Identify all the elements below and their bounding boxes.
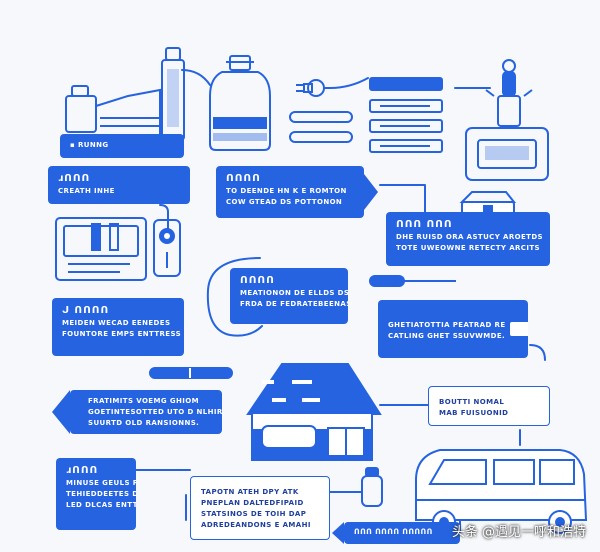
- watermark-text: 头条 @遇见一呼和浩特: [451, 525, 586, 540]
- info-box-11: ᑎᑎᑎ ᑎᑎᑎᑎ ᑎᑎᑎᑎᑎ: [344, 522, 460, 544]
- tab-notch: [510, 322, 528, 336]
- box-heading: ᑎᑎᑎᑎ: [240, 275, 275, 286]
- box-line: CREATH INHE: [58, 187, 115, 195]
- box-line: TAPOTN ATEH DPY ATK: [201, 488, 299, 496]
- label-text: ▪ RUNNG: [70, 141, 109, 149]
- box-heading: ɹᑎᑎᑎ: [66, 465, 99, 476]
- box-line: FRATIMITS VOEMG GHIOM: [88, 397, 199, 405]
- info-box-8: BOUTTI NOMAL MAB FUISUONID: [428, 386, 550, 426]
- screwdriver-icon: [369, 275, 456, 287]
- box-line: MINUSE GEULS RONT: [66, 479, 136, 487]
- box-line: PNEPLAN DALTEDFIPAID: [201, 499, 304, 507]
- generator-icon: [65, 47, 185, 141]
- box-line: COW GTEAD DS POTTONON: [226, 198, 343, 206]
- info-box-10: TAPOTN ATEH DPY ATK PNEPLAN DALTEDFIPAID…: [190, 476, 330, 540]
- box-line: DHE RUISD ORA ASTUCY AROETDS: [396, 233, 543, 241]
- box-line: BOUTTI NOMAL: [439, 398, 505, 406]
- box-line: TOTE UWEOWNE RETECTY ARCITS: [396, 244, 540, 252]
- box-line: MEIDEN WECAD EENEDES: [62, 319, 171, 327]
- box-line: GHETIATOTTIA PEATRAD RE: [388, 321, 506, 329]
- connector-line: [206, 257, 263, 337]
- box-heading: ɹᑎᑎᑎ: [58, 173, 91, 184]
- document-icon: [55, 217, 147, 281]
- canister-icon: [352, 467, 383, 507]
- info-box-4: ᑎᑎᑎᑎ MEATIONON DE ELLDS DS FRDA DE FEDRA…: [230, 268, 348, 324]
- box-heading: ᒍ ᑎᑎᑎᑎ: [62, 305, 110, 316]
- box-line: LED DLCAS ENTTRESS: [66, 501, 136, 509]
- box-line: FOUNTORE EMPS ENTTRESS: [62, 330, 182, 338]
- plug-icon: [296, 79, 332, 97]
- connector-line: [529, 344, 546, 361]
- rack-icon: [369, 77, 443, 153]
- connector-line: [329, 77, 369, 89]
- box-line: TEHIEDDEETES DOOS: [66, 490, 136, 498]
- box-line: SUURTD OLD RANSIONNS.: [88, 419, 200, 427]
- box-line: STATSINOS DE TOIH DAP: [201, 510, 307, 518]
- bar-icon: [289, 111, 353, 143]
- bottle-icon: [209, 55, 271, 151]
- label-box-top-left: ▪ RUNNG: [60, 134, 184, 158]
- info-box-5: ᒍ ᑎᑎᑎᑎ MEIDEN WECAD EENEDES FOUNTORE EMP…: [52, 298, 184, 356]
- box-heading: ᑎᑎᑎ ᑎᑎᑎ: [396, 219, 453, 230]
- box-line: ADREDEANDONS E AMAHI: [201, 521, 311, 529]
- connector-line: [159, 204, 169, 233]
- box-line: TO DEENDE HN K E ROMTON: [226, 187, 347, 195]
- info-box-3: ᑎᑎᑎ ᑎᑎᑎ DHE RUISD ORA ASTUCY AROETDS TOT…: [386, 212, 550, 266]
- info-box-9: ɹᑎᑎᑎ MINUSE GEULS RONT TEHIEDDEETES DOOS…: [56, 458, 136, 530]
- tool-bar-icon: [149, 367, 233, 379]
- box-line: ᑎᑎᑎ ᑎᑎᑎᑎ ᑎᑎᑎᑎᑎ: [354, 528, 433, 536]
- box-heading: ᑎᑎᑎᑎ: [226, 173, 261, 184]
- box-line: CATLING GHET SSUVWMDE.: [388, 332, 506, 340]
- control-panel-icon: [465, 59, 549, 181]
- house-icon: [246, 363, 382, 461]
- box-line: FRDA DE FEDRATEBEENAS: [240, 300, 348, 308]
- info-box-2: ᑎᑎᑎᑎ TO DEENDE HN K E ROMTON COW GTEAD D…: [216, 166, 378, 218]
- connector-line: [181, 69, 211, 86]
- box-line: GOETINTESOTTED UTO D NLHIRE: [88, 408, 222, 416]
- lock-icon: [153, 219, 181, 277]
- info-box-1: ɹᑎᑎᑎ CREATH INHE: [48, 166, 190, 204]
- info-box-7: FRATIMITS VOEMG GHIOM GOETINTESOTTED UTO…: [70, 390, 222, 434]
- connector-line: [379, 184, 426, 213]
- info-box-6: GHETIATOTTIA PEATRAD RE CATLING GHET SSU…: [378, 300, 528, 358]
- box-line: MAB FUISUONID: [439, 409, 509, 417]
- box-line: MEATIONON DE ELLDS DS: [240, 289, 348, 297]
